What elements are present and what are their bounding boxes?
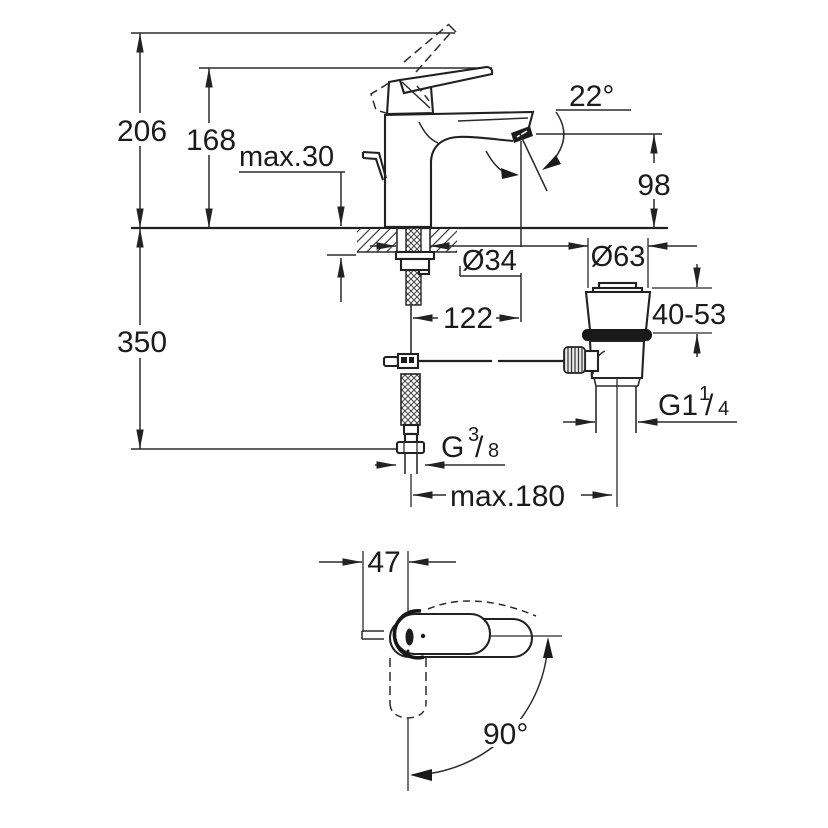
thread-dimensions: 40-53 G1 1 / 4 G 3 / 8 max.180 [375,264,737,513]
vertical-dimensions: 206 168 max.30 350 98 22° [114,33,674,449]
supply-thread-sup: 3 [468,424,479,446]
waste-flange [584,290,652,332]
deck-hatch-right [430,229,457,252]
lever-handle [370,23,494,116]
dim-spout-reach: 122 [443,302,493,335]
waste-thread-sub: 4 [718,398,729,420]
supply-pipe-end [404,453,418,474]
horizontal-dimensions: Ø34 Ø63 122 [370,238,697,335]
dim-hole-diameter: Ø34 [462,245,517,277]
dim-swivel-angle: 90° [483,718,528,751]
fixing-nut [399,257,431,272]
spray-angle-indication [485,109,631,322]
dim-spout-top-height: 168 [186,124,236,157]
spray-direction-line [519,133,548,192]
hose-fitting-band [403,432,419,444]
pivot-mark [405,628,414,646]
rod-clamp-tab [382,355,400,368]
pop-up-waste-assembly [563,281,652,507]
adjuster-knob [563,346,586,374]
handle-down-position-dashed [389,703,427,719]
dim-total-height: 206 [117,115,167,148]
dim-max-waste-distance: max.180 [450,480,565,513]
fixing-and-supply-parts [382,227,565,507]
hose-fitting [402,423,420,436]
supply-thread-sub: 8 [488,440,499,462]
clamp-screw [401,357,407,363]
supply-thread-slash: / [475,431,484,464]
center-dot [420,633,426,639]
side-view: 206 168 max.30 350 98 22° Ø34 [114,23,737,513]
faucet-body [361,110,535,229]
dim-deck-thickness: max.30 [239,141,334,173]
top-view-handle [361,609,562,660]
waste-thread-sup: 1 [699,383,710,405]
rod-connector [583,349,600,373]
swivel-arc [412,640,549,776]
dim-below-deck-length: 350 [117,326,167,359]
top-view: 47 90° [319,546,562,791]
dim-waste-flange-diameter: Ø63 [591,241,646,273]
hose-nut [395,440,426,455]
waste-tailpipe [595,386,637,433]
supply-thread-base: G [441,431,464,464]
dim-body-width: 47 [367,546,400,579]
waste-thread-base: G1 [658,389,698,422]
dim-clamping-range: 40-53 [652,299,726,331]
body-circle-bold [392,609,425,660]
flexible-supply-hose [400,373,421,426]
clamp-screw-2 [409,357,414,363]
top-view-dimension-47: 47 [319,546,456,632]
handle-raised-position [370,23,457,114]
handle-alt-position-dashed [427,600,537,617]
waste-seal-ring [582,329,652,341]
dim-supply-thread: G 3 / 8 [441,424,499,464]
swivel-indication: 90° [389,637,553,791]
dim-spray-angle: 22° [569,80,614,113]
waste-thread-slash: / [705,389,714,422]
dim-spout-height: 98 [637,169,670,202]
pop-up-knob [361,150,388,181]
top-view-tab [361,630,384,640]
deck-hatch-left [357,229,397,252]
dim-waste-thread: G1 1 / 4 [658,383,729,422]
